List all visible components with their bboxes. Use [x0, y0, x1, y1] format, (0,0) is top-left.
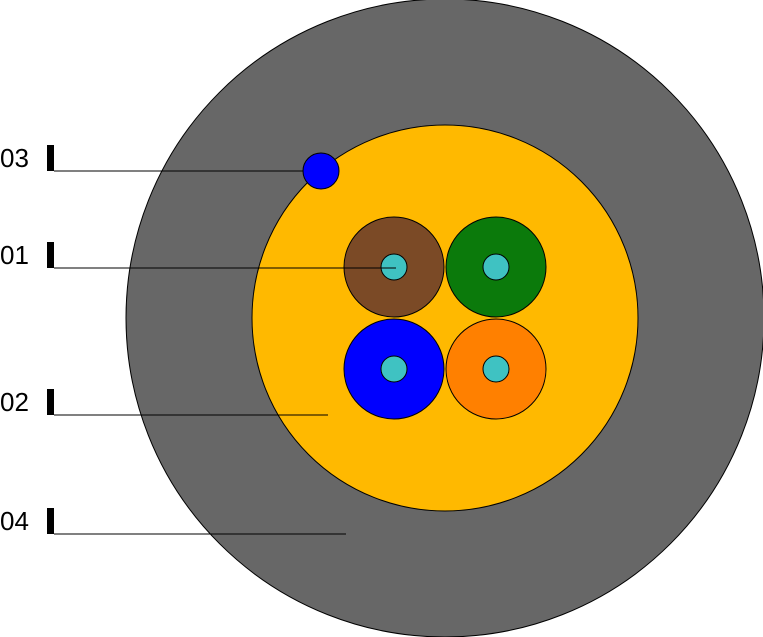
callout-label-04: 04: [0, 506, 29, 536]
ripcord: [302, 152, 340, 190]
tube-brown-fiber: [380, 253, 408, 281]
callout-marker-03: [47, 145, 54, 171]
callout-label-02: 02: [0, 387, 29, 417]
tube-blue: [343, 318, 445, 420]
callout-02: 02: [0, 387, 328, 417]
tube-green-fiber: [482, 253, 510, 281]
callout-label-01: 01: [0, 240, 29, 270]
tube-green: [445, 216, 547, 318]
callout-marker-01: [47, 242, 54, 268]
callout-01: 01: [0, 240, 396, 270]
tube-blue-fiber: [380, 355, 408, 383]
inner-layer: [251, 124, 639, 512]
tube-brown: [343, 216, 445, 318]
tube-orange: [445, 318, 547, 420]
tube-orange-fiber: [482, 355, 510, 383]
callout-marker-02: [47, 389, 54, 415]
callout-marker-04: [47, 508, 54, 534]
callout-04: 04: [0, 506, 346, 536]
callout-03: 03: [0, 143, 303, 173]
callout-label-03: 03: [0, 143, 29, 173]
